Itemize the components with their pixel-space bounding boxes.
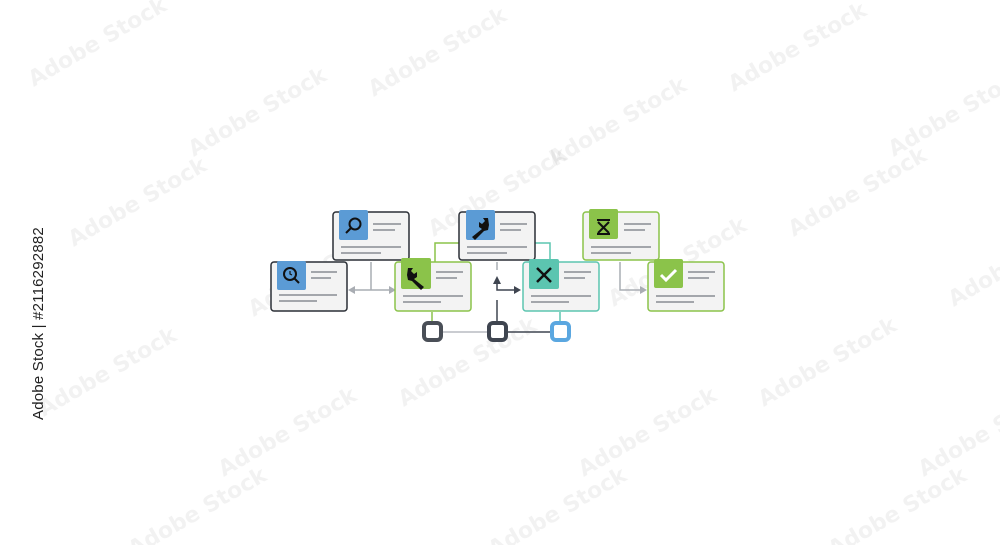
card-inspect-badge	[277, 261, 306, 290]
card-inspect-text-lines	[279, 271, 337, 302]
card-inspect[interactable]	[270, 261, 348, 312]
card-approve-text-lines	[656, 271, 715, 303]
card-search-text-lines	[341, 223, 401, 254]
card-hold-badge	[589, 209, 618, 239]
card-approve-badge	[654, 259, 683, 288]
magnifier-icon	[345, 217, 362, 234]
node-2[interactable]	[487, 321, 508, 342]
check-icon	[659, 268, 678, 283]
arrowhead-approve	[640, 286, 647, 294]
connector-repair-bracket	[434, 242, 459, 262]
connector-repair-reject	[496, 282, 515, 291]
arrowhead-reject	[514, 286, 521, 294]
card-reject[interactable]	[522, 259, 600, 312]
card-maintain[interactable]	[394, 258, 472, 312]
node-3[interactable]	[550, 321, 571, 342]
card-approve[interactable]	[647, 259, 725, 312]
magnifier-clock-icon	[283, 267, 300, 284]
card-repair-text-lines	[467, 223, 527, 254]
cross-icon	[536, 267, 552, 283]
connector-hold-approve	[619, 262, 641, 291]
connector-group	[348, 242, 647, 333]
wrench-icon	[472, 218, 489, 240]
wrench-icon	[407, 268, 424, 290]
card-maintain-text-lines	[403, 271, 463, 303]
card-reject-text-lines	[531, 271, 591, 303]
arrowhead-right	[389, 286, 396, 294]
card-repair[interactable]	[458, 210, 536, 261]
card-hold-text-lines	[591, 223, 651, 254]
card-search-badge	[339, 210, 368, 240]
card-search[interactable]	[332, 210, 410, 261]
connector-repair-bracket-right	[535, 242, 551, 260]
arrowhead-up	[493, 276, 501, 284]
arrowhead-left	[348, 286, 355, 294]
hourglass-icon	[597, 219, 610, 235]
card-hold[interactable]	[582, 209, 660, 261]
node-1[interactable]	[422, 321, 443, 342]
